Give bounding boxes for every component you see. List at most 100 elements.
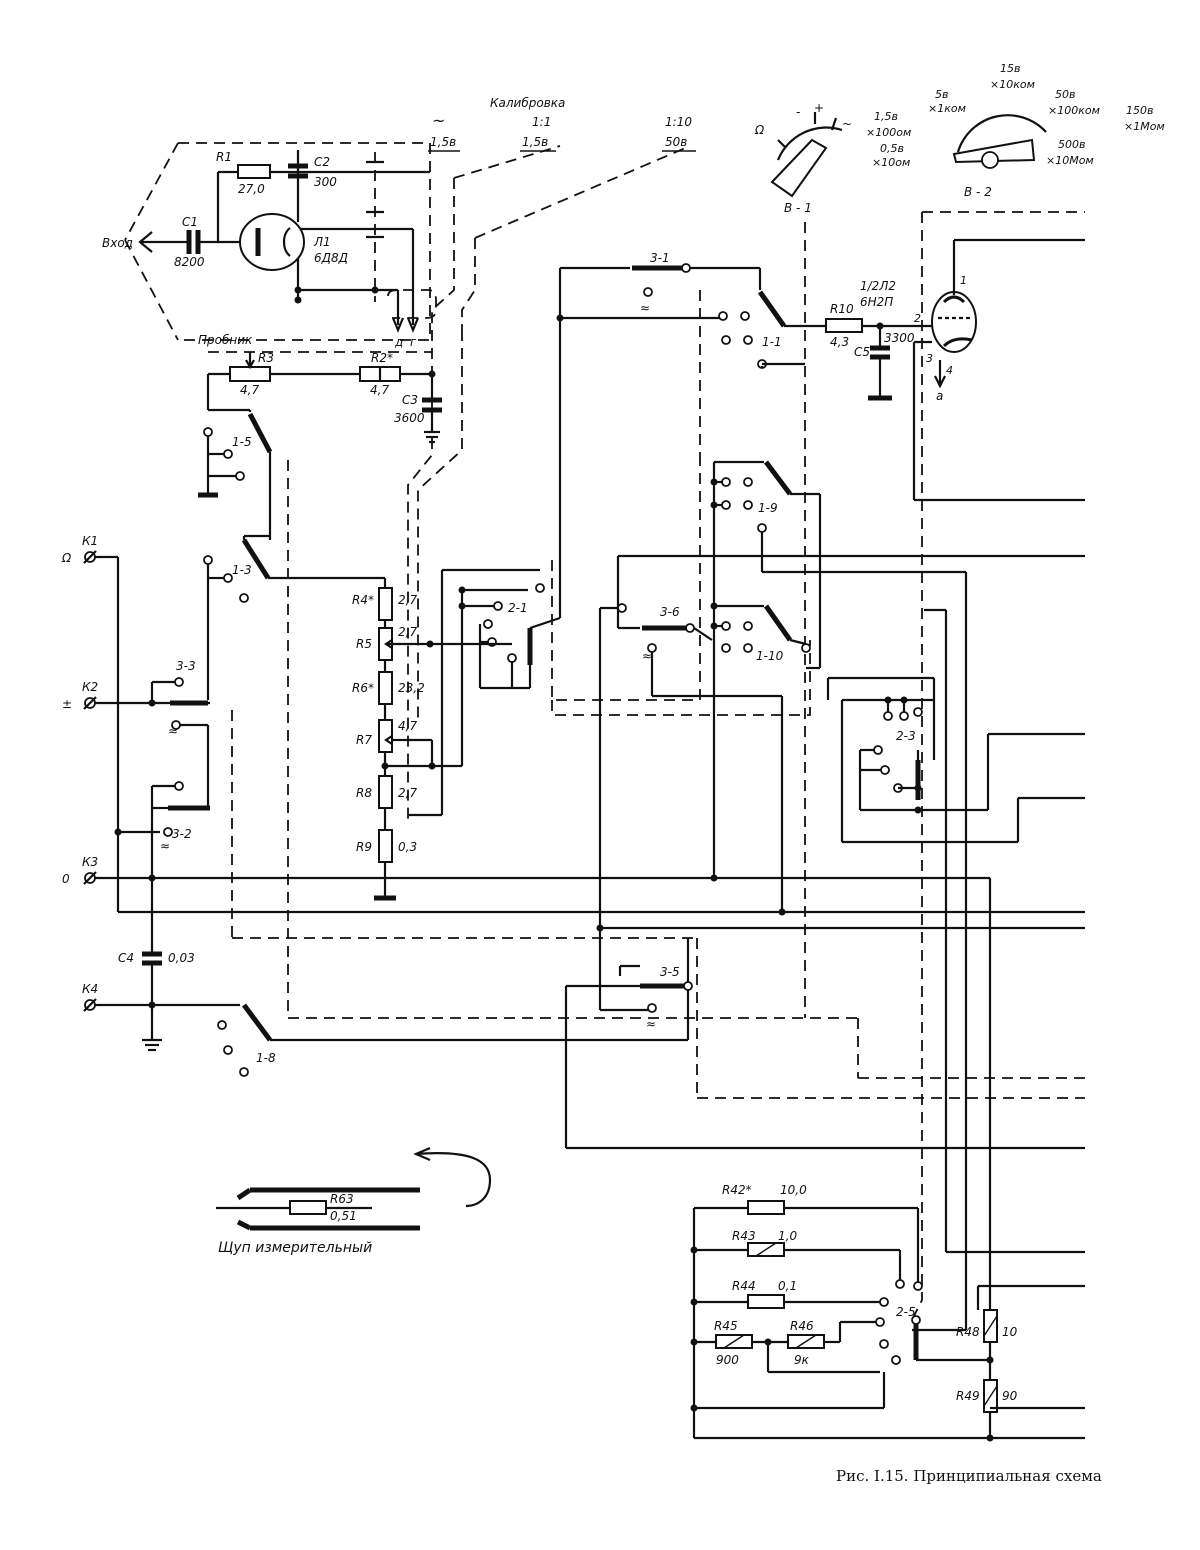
- c4-value: 0,03: [168, 951, 195, 965]
- r10-resistor: [825, 318, 863, 333]
- calibration-ratio-1-10: 1:10: [665, 115, 692, 129]
- b2-range-4-bottom: ×1Мом: [1124, 120, 1165, 133]
- terminal-k2-sign: ±: [62, 697, 72, 711]
- b2-range-0-bottom: ×100ом: [866, 126, 911, 139]
- terminal-k1-sign: Ω: [61, 551, 72, 565]
- r4-ref: R4*: [352, 593, 374, 607]
- r6-value: 23,2: [398, 681, 425, 695]
- c5-value: 3300: [884, 331, 915, 345]
- probe-tool-label: Щуп измерительный: [218, 1240, 372, 1256]
- switch-1-8-label: 1-8: [256, 1051, 276, 1065]
- calibration-ratio-1-1: 1:1: [532, 115, 551, 129]
- c1-value: 8200: [174, 255, 205, 269]
- calibration-range-1-10: 50в: [665, 135, 687, 149]
- switch-3-2: 3-2 ≈: [150, 781, 210, 954]
- tube-l2-pin-4: 4: [946, 364, 953, 377]
- r9-ref: R9: [356, 840, 372, 854]
- switch-3-1: ≈ 3-1: [556, 251, 762, 322]
- terminals: К1 Ω К2 ± К3 0 К4: [61, 534, 1085, 1012]
- b1-pos-ac: ~: [842, 117, 852, 131]
- r9-value: 0,3: [398, 840, 417, 854]
- switch-1-3: 1-3: [203, 534, 288, 700]
- shunt-network: R42* 10,0 R43 1,0 R44 0,1 R45 900: [690, 1183, 1085, 1442]
- r42-ref: R42*: [722, 1183, 752, 1197]
- switch-2-1-label: 2-1: [508, 601, 528, 615]
- tube-l2: 1/2Л2 6Н2П 1 2 3 4 а: [860, 238, 1085, 502]
- switch-1-1: 1-1 R10 4,3 C5 3300: [718, 290, 940, 401]
- b2-label: В - 2: [964, 185, 992, 199]
- r8-ref: R8: [356, 786, 372, 800]
- terminal-k2-ref: К2: [82, 680, 98, 694]
- calibration-range-ac: 1,5в: [430, 135, 456, 149]
- c2-value: 300: [314, 175, 337, 189]
- r43-value: 1,0: [778, 1229, 797, 1243]
- calibration-title: Калибровка: [490, 96, 565, 110]
- r46-value: 9к: [794, 1353, 810, 1367]
- b2-range-0-top: 1,5в: [874, 110, 898, 123]
- switch-1-5: 1-5: [198, 410, 273, 540]
- r44-value: 0,1: [778, 1279, 797, 1293]
- b1-pos-ohm: Ω: [754, 123, 765, 137]
- switch-3-5-ac-mark: ≈: [646, 1017, 656, 1031]
- tube-l2-pin-2: 2: [914, 312, 921, 325]
- r63-ref: R63: [330, 1192, 354, 1206]
- switch-1-1-label: 1-1: [762, 335, 782, 349]
- r46-ref: R46: [790, 1319, 814, 1333]
- b2-range-3-bottom: ×100ком: [1048, 104, 1100, 117]
- r5-ref: R5: [356, 637, 372, 651]
- r2-value: 4,7: [370, 383, 389, 397]
- b1-knob-pointer: [770, 138, 828, 198]
- r48-value: 10: [1002, 1325, 1018, 1339]
- r10-ref: R10: [830, 302, 854, 316]
- r7-value: 4,7: [398, 719, 417, 733]
- terminal-k4-ref: К4: [82, 982, 98, 996]
- switch-3-6: ≈ 3-6: [598, 554, 1085, 1010]
- input-label: Вход: [102, 236, 133, 250]
- tube-l2-type: 6Н2П: [860, 295, 893, 309]
- terminal-k3-sign: 0: [62, 872, 70, 886]
- b2-range-5-top: 0,5в: [880, 142, 904, 155]
- r1-ref: R1: [216, 150, 232, 164]
- r3-ref: R3: [258, 351, 274, 365]
- tube-l2-pin-3: 3: [926, 352, 933, 365]
- b2-range-2-bottom: ×10ком: [990, 78, 1035, 91]
- switch-3-2-ac-mark: ≈: [160, 839, 170, 853]
- main-divider: R4* 2,7 R5 2,7 R6* 23,2 R7 4,7 R8 2,7 R9…: [288, 576, 462, 901]
- pin-d: д: [394, 335, 403, 349]
- switch-1-10-label: 1-10: [756, 649, 784, 663]
- r45-ref: R45: [714, 1319, 738, 1333]
- switch-2-1: 2-1: [408, 268, 562, 817]
- probe-label: Пробник: [198, 333, 253, 347]
- r6-resistor: [378, 671, 393, 705]
- c3-value: 3600: [394, 411, 425, 425]
- b1-label: В - 1: [784, 201, 812, 215]
- b2-range-6-bottom: ×10Мом: [1046, 154, 1094, 167]
- b2-range-4-top: 150в: [1126, 104, 1153, 117]
- b2-range-6-top: 500в: [1058, 138, 1085, 151]
- r4-value: 2,7: [398, 593, 417, 607]
- tube-l2-pin-1: 1: [960, 274, 967, 287]
- switch-3-5-label: 3-5: [660, 965, 680, 979]
- switch-3-2-label: 3-2: [172, 827, 192, 841]
- b1-pos-plus: +: [814, 101, 824, 115]
- switch-1-9: 1-9: [710, 460, 968, 1332]
- selector-b2: 1,5в ×100ом 5в ×1ком 15в ×10ком 50в ×100…: [866, 62, 1165, 199]
- r45-value: 900: [716, 1353, 739, 1367]
- b2-range-1-top: 5в: [935, 88, 948, 101]
- tube-l1-ref: Л1: [313, 235, 331, 249]
- r63-value: 0,51: [330, 1209, 357, 1223]
- switch-3-6-ac-mark: ≈: [642, 649, 652, 663]
- r4-resistor: [378, 587, 393, 621]
- switch-3-5: ≈ 3-5: [564, 938, 1085, 1150]
- calibration-labels: Калибровка ~ 1,5в 1:1 1,5в 1:10 50в: [428, 96, 696, 152]
- switch-2-5-label: 2-5: [896, 1305, 916, 1319]
- r49-ref: R49: [956, 1389, 980, 1403]
- calibration-tilde: ~: [432, 111, 445, 130]
- selector-b1: Ω - + ~ В - 1: [754, 101, 852, 215]
- switch-3-1-ac-mark: ≈: [640, 301, 650, 315]
- switch-1-10: 1-10: [710, 602, 811, 663]
- r49-value: 90: [1002, 1389, 1018, 1403]
- r48-ref: R48: [956, 1325, 980, 1339]
- c5-ref: C5: [854, 345, 870, 359]
